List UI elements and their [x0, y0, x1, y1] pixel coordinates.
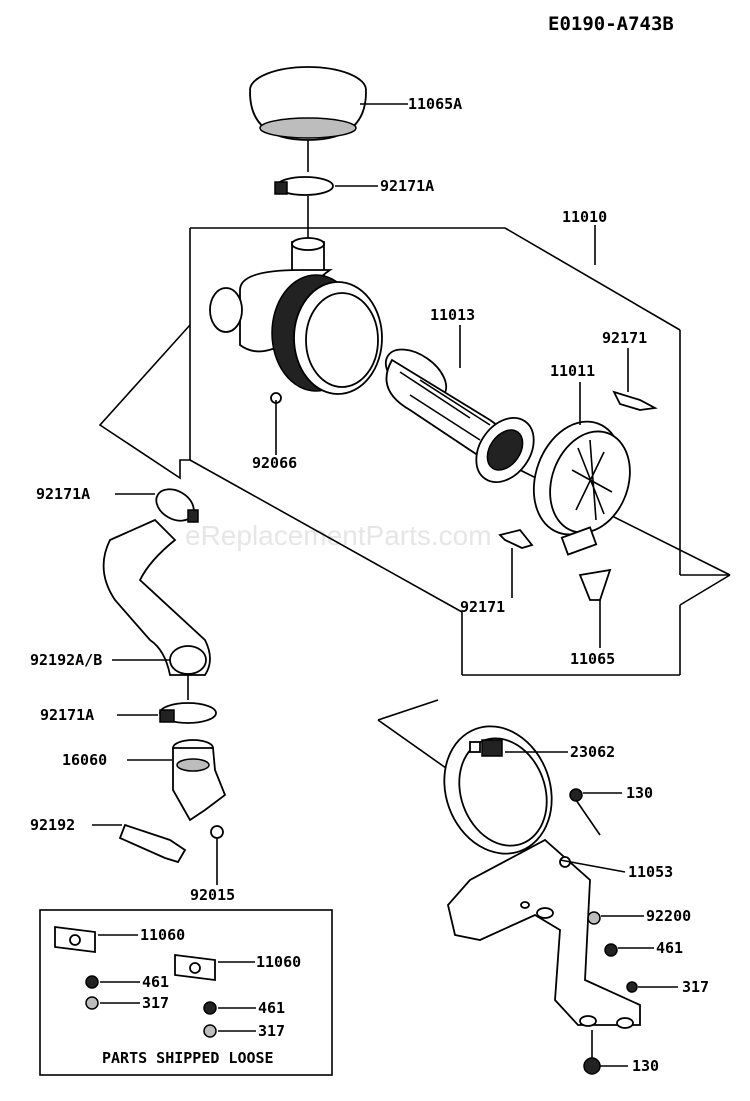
bolt [583, 1057, 601, 1075]
part-label: 461 [656, 939, 683, 957]
air-cleaner-cap [249, 66, 367, 141]
intake-elbow [172, 739, 227, 822]
part-label: 11065A [408, 95, 462, 113]
nut [210, 825, 224, 839]
part-label: 461 [142, 973, 169, 991]
part-label: 92171 [460, 598, 505, 616]
part-label: 11013 [430, 306, 475, 324]
part-label: 92066 [252, 454, 297, 472]
filter-element [384, 348, 535, 483]
part-label: 92200 [646, 907, 691, 925]
gasket [174, 953, 216, 982]
part-label: 92171A [36, 485, 90, 503]
part-label: 11011 [550, 362, 595, 380]
part-label: 92171A [40, 706, 94, 724]
part-label: 461 [258, 999, 285, 1017]
mounting-bracket [447, 838, 641, 1026]
part-label: 317 [258, 1022, 285, 1040]
nut [85, 996, 99, 1010]
air-cleaner-body [209, 237, 383, 404]
air-cleaner-cover [532, 420, 631, 556]
hose-clamp [274, 176, 334, 196]
intake-hose [102, 518, 211, 676]
box-caption: PARTS SHIPPED LOOSE [102, 1049, 274, 1067]
bolt [569, 788, 583, 802]
part-label: 317 [142, 994, 169, 1012]
nut [626, 981, 638, 993]
part-label: 92192 [30, 816, 75, 834]
breather-pipe [118, 823, 187, 864]
part-label: 92171A [380, 177, 434, 195]
hose-clamp [159, 702, 217, 724]
part-label: 92171 [602, 329, 647, 347]
hose-clamp [155, 488, 199, 523]
part-label: 92015 [190, 886, 235, 904]
washer [203, 1001, 217, 1015]
part-label: 23062 [570, 743, 615, 761]
spring-clip [612, 390, 658, 411]
part-label: 130 [626, 784, 653, 802]
watermark: eReplacementParts.com [185, 520, 492, 551]
part-label: 92192A/B [30, 651, 102, 669]
spring-clip [498, 528, 534, 549]
part-label: 11060 [256, 953, 301, 971]
part-label: 11065 [570, 650, 615, 668]
part-label: 11053 [628, 863, 673, 881]
part-label: 16060 [62, 751, 107, 769]
washer [587, 911, 601, 925]
nut [203, 1024, 217, 1038]
parts-box [39, 909, 333, 1076]
washer [85, 975, 99, 989]
part-label: 130 [632, 1057, 659, 1075]
part-label: 11060 [140, 926, 185, 944]
gasket [54, 925, 96, 954]
part-label: 11010 [562, 208, 607, 226]
diagram-code: E0190-A743B [548, 13, 674, 35]
lock-washer [604, 943, 618, 957]
air-cleaner-band [443, 725, 553, 855]
evacuator-valve [578, 568, 612, 601]
part-label: 317 [682, 978, 709, 996]
